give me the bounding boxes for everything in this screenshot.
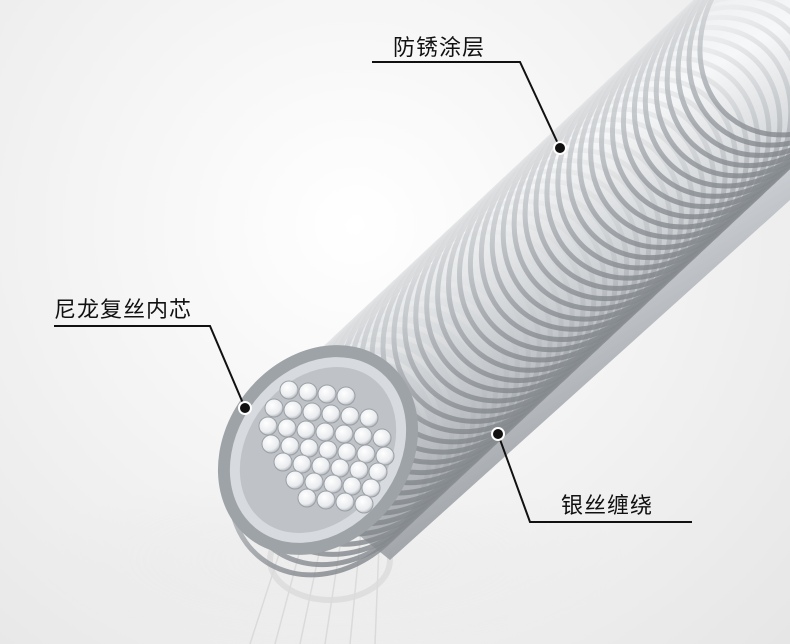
nylon-strand — [278, 419, 296, 437]
nylon-strand — [286, 471, 304, 489]
nylon-strand — [318, 385, 336, 403]
nylon-strand — [322, 405, 340, 423]
nylon-strand — [324, 475, 342, 493]
nylon-strand — [369, 463, 387, 481]
nylon-strand — [331, 459, 349, 477]
nylon-strand — [376, 447, 394, 465]
winding-label: 银丝缠绕 — [561, 488, 653, 520]
nylon-strand — [280, 381, 298, 399]
core-label: 尼龙复丝内芯 — [54, 292, 192, 324]
nylon-strand — [293, 455, 311, 473]
nylon-strand — [362, 479, 380, 497]
nylon-strand — [303, 403, 321, 421]
nylon-strand — [265, 399, 283, 417]
nylon-strand — [259, 417, 277, 435]
nylon-strand — [300, 439, 318, 457]
nylon-strand — [341, 407, 359, 425]
nylon-strand — [284, 401, 302, 419]
nylon-strand — [319, 441, 337, 459]
nylon-strand — [335, 425, 353, 443]
callout-coating — [372, 62, 566, 154]
nylon-strand — [337, 387, 355, 405]
nylon-strand — [298, 489, 316, 507]
coating-label: 防锈涂层 — [393, 30, 485, 62]
nylon-strand — [355, 495, 373, 513]
nylon-strand — [373, 429, 391, 447]
nylon-strand — [281, 437, 299, 455]
nylon-strand — [360, 409, 378, 427]
nylon-strand — [357, 445, 375, 463]
nylon-strand — [297, 421, 315, 439]
nylon-strand — [343, 477, 361, 495]
nylon-strand — [262, 435, 280, 453]
nylon-strand — [354, 427, 372, 445]
nylon-strand — [316, 423, 334, 441]
nylon-strand — [317, 491, 335, 509]
nylon-strand — [350, 461, 368, 479]
nylon-strand — [299, 383, 317, 401]
nylon-strand — [274, 453, 292, 471]
nylon-strand — [305, 473, 323, 491]
nylon-strand — [312, 457, 330, 475]
nylon-strand — [338, 443, 356, 461]
nylon-strand — [336, 493, 354, 511]
callout-core — [54, 326, 251, 414]
